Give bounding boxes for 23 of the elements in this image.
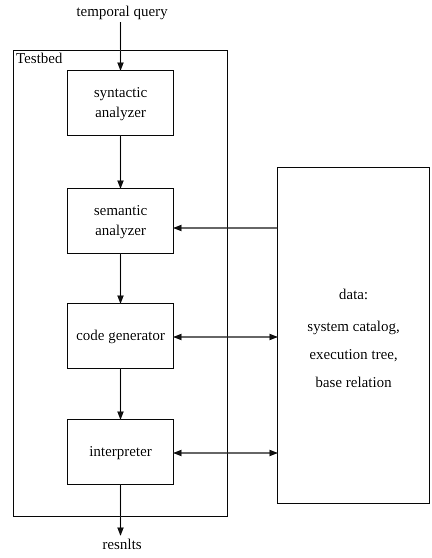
data-description: system catalog, execution tree, base relation: [306, 318, 401, 393]
process-box: [67, 303, 174, 369]
data-store-box: [277, 167, 430, 504]
process-box: [67, 188, 174, 254]
arrow: [117, 254, 124, 304]
arrow: [173, 224, 277, 232]
arrow: [117, 485, 124, 536]
output-label: resnlts: [102, 536, 142, 555]
arrow: [117, 369, 124, 420]
process-label: interpreter: [88, 443, 153, 462]
arrow: [173, 450, 278, 456]
data-description: data:: [338, 286, 370, 305]
input-label: temporal query: [76, 3, 168, 22]
arrow: [173, 334, 278, 340]
container-title: Testbed: [16, 51, 62, 67]
testbed-container: [13, 50, 228, 517]
process-box: [67, 419, 174, 485]
process-label: syntactic analyzer: [92, 84, 148, 123]
arrow: [117, 136, 124, 189]
arrow: [117, 22, 124, 71]
process-box: [67, 70, 174, 136]
process-label: code generator: [76, 327, 166, 346]
process-label: semantic analyzer: [92, 202, 148, 241]
